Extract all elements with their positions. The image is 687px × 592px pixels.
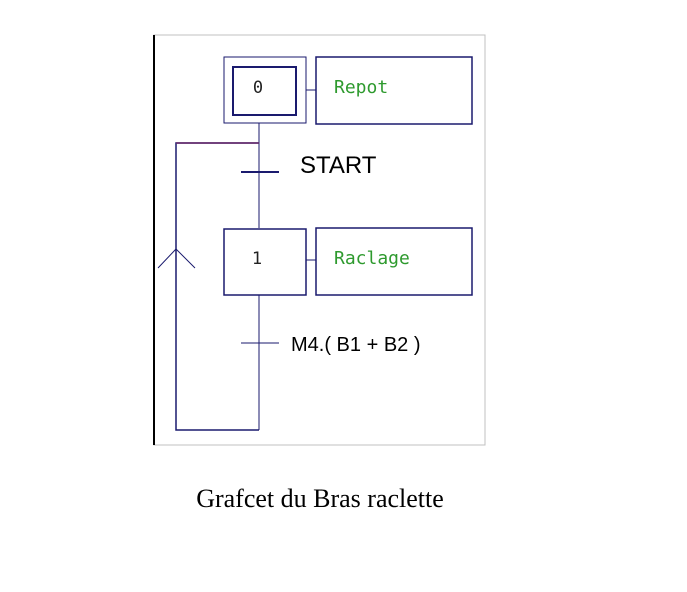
transition-m4-receptivity: M4.( B1 + B2 ) [291,334,421,356]
step-0-action: Repot [315,56,473,125]
transition-start: START [241,152,377,179]
step-1-action-label: Raclage [334,248,410,269]
transition-m4: M4.( B1 + B2 ) [241,334,421,356]
return-loop-line [175,142,259,431]
step-1-number: 1 [252,249,262,269]
diagram-frame [153,34,486,446]
step-0: 0 [223,56,307,124]
step-0-number: 0 [253,78,263,98]
step-1-box [223,228,307,296]
step-1-action-box [315,227,473,296]
diagram-caption: Grafcet du Bras raclette [196,484,444,513]
step-0-action-box [315,56,473,125]
step-1-action: Raclage [315,227,473,296]
up-arrow-icon [157,248,196,269]
step-0-inner-box [232,66,297,116]
transition-start-receptivity: START [300,152,377,179]
step-1: 1 [223,228,307,296]
step-0-action-label: Repot [334,77,388,98]
